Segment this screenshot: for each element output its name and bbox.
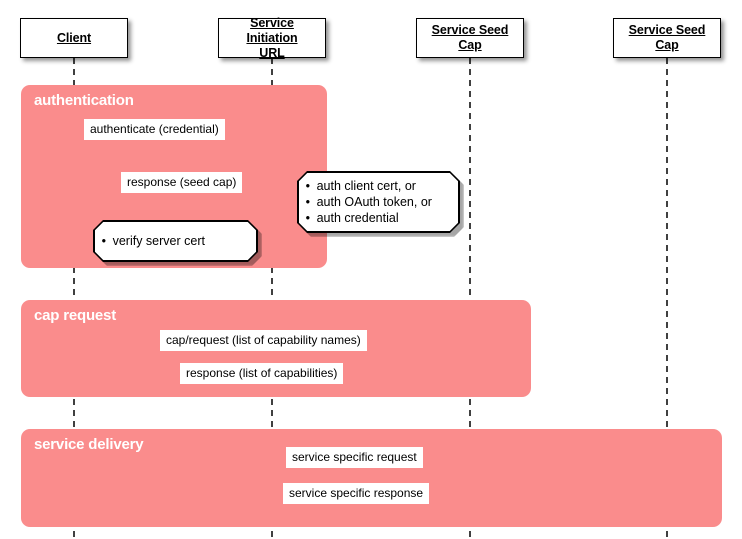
note-verify-server-cert: verify server cert (93, 220, 258, 262)
participant-service-seed-cap-1-line2: Cap (458, 38, 482, 52)
note-auth-options-line-1: auth client cert, or (299, 178, 459, 194)
participant-service-initiation-url[interactable]: Service Initiation URL (218, 16, 326, 61)
note-verify-server-cert-content: verify server cert (95, 222, 257, 261)
participant-service-seed-cap-2-label: Service Seed Cap (625, 23, 710, 53)
participant-service-seed-cap-1-label: Service Seed Cap (428, 23, 513, 53)
message-label-cap-response: response (list of capabilities) (180, 363, 344, 384)
participant-service-initiation-url-label: Service Initiation URL (219, 16, 325, 61)
participant-service-seed-cap-1-line1: Service Seed (431, 23, 509, 37)
participant-service-initiation-url-line2: URL (259, 45, 285, 60)
participant-service-seed-cap-1[interactable]: Service Seed Cap (416, 18, 524, 58)
message-label-service-request: service specific request (286, 447, 423, 468)
participant-service-initiation-url-line1: Service Initiation (246, 15, 298, 45)
fragment-service-delivery-label: service delivery (34, 436, 144, 453)
fragment-service-delivery: service delivery (21, 429, 722, 527)
note-verify-server-cert-line-1: verify server cert (95, 233, 257, 249)
message-label-authenticate: authenticate (credential) (84, 119, 225, 140)
participant-client[interactable]: Client (20, 18, 128, 58)
fragment-authentication-label: authentication (34, 92, 134, 109)
participant-service-seed-cap-2-line2: Cap (655, 38, 679, 52)
fragment-cap-request-label: cap request (34, 307, 116, 324)
message-label-cap-request: cap/request (list of capability names) (160, 330, 367, 351)
message-label-service-response: service specific response (283, 483, 430, 504)
note-auth-options-line-2: auth OAuth token, or (299, 194, 459, 210)
note-auth-options-content: auth client cert, or auth OAuth token, o… (299, 173, 459, 232)
message-label-response-seed-cap: response (seed cap) (121, 172, 243, 193)
note-auth-options: auth client cert, or auth OAuth token, o… (297, 171, 460, 233)
participant-client-label: Client (56, 30, 92, 45)
participant-service-seed-cap-2-line1: Service Seed (628, 23, 706, 37)
participant-service-seed-cap-2[interactable]: Service Seed Cap (613, 18, 721, 58)
note-auth-options-line-3: auth credential (299, 210, 459, 226)
